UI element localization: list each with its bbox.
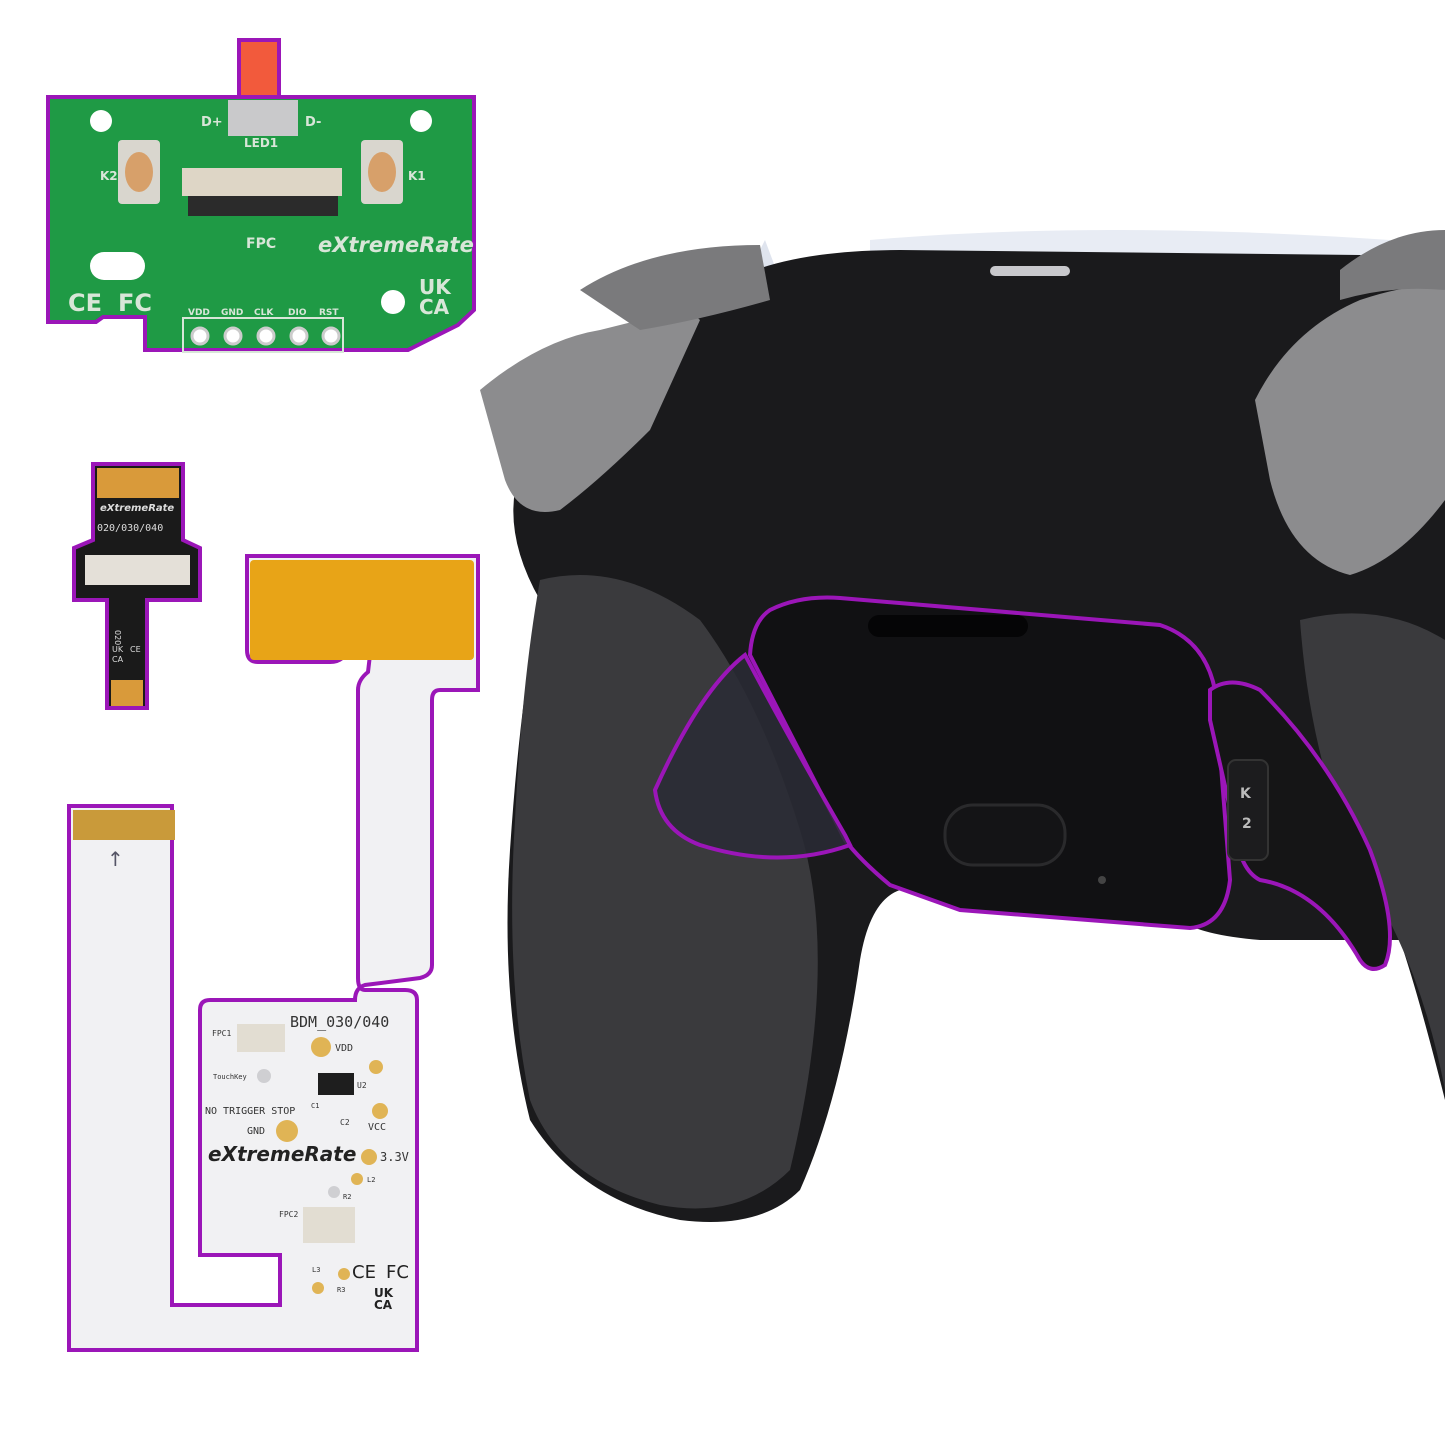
cable-brand: eXtremeRate [100, 503, 174, 514]
mount-hole [410, 110, 432, 132]
label-u2: U2 [357, 1081, 367, 1090]
label-d-minus: D- [305, 115, 321, 130]
fpc1-connector [237, 1024, 285, 1052]
ce-mark: CE [68, 289, 102, 317]
label-d-plus: D+ [201, 115, 223, 130]
cable-model: 020/030/040 [97, 523, 163, 534]
flex-brand-logo: eXtremeRate [208, 1142, 356, 1166]
label-r2: R2 [343, 1193, 351, 1201]
label-3v3: 3.3V [380, 1150, 409, 1164]
fpc-connector [182, 168, 342, 196]
flex-ce-mark: CE [352, 1262, 376, 1283]
fc-mark: FC [118, 289, 152, 317]
label-vcc: VCC [368, 1122, 386, 1133]
label-model: BDM_030/040 [290, 1013, 389, 1031]
pin-label-gnd: GND [221, 308, 243, 318]
main-pcb-board: D+ D- LED1 K2 K1 FPC eXtremeRate CE FC U… [46, 38, 476, 353]
flex-board: ↑ BDM_030/040 FPC1 VDD TouchKey U2 C1 NO… [67, 554, 480, 1352]
label-touchkey: TouchKey [213, 1073, 247, 1081]
flex-gold-pins [73, 810, 175, 840]
label-k1: K1 [408, 169, 426, 183]
ukca-mark-ca: CA [419, 295, 450, 319]
label-fpc: FPC [246, 236, 276, 252]
touchkey-pad[interactable] [257, 1069, 271, 1083]
cable-ca: CA [112, 655, 124, 664]
label-vdd: VDD [335, 1043, 353, 1054]
arrow-up-icon: ↑ [107, 847, 124, 871]
label-gnd: GND [247, 1126, 265, 1137]
flex-ca-mark: CA [374, 1298, 393, 1312]
pin-label-clk: CLK [254, 308, 274, 318]
small-ribbon-cable: eXtremeRate 020/030/040 020 UK CA CE [72, 462, 202, 710]
cable-ce: CE [130, 645, 141, 654]
right-trigger-button[interactable] [1255, 286, 1445, 575]
label-c2: C2 [340, 1118, 350, 1127]
ukca-mark-uk: UK [419, 275, 452, 299]
label-fpc2: FPC2 [279, 1210, 298, 1219]
remap-button[interactable] [943, 803, 1067, 867]
left-bumper-button[interactable] [580, 245, 770, 330]
usb-port [990, 266, 1070, 276]
left-trigger-button[interactable] [480, 310, 700, 512]
led-ribbon [237, 38, 281, 106]
flex-fc-mark: FC [386, 1262, 409, 1283]
led-component [228, 100, 298, 136]
label-no-trigger-stop: NO TRIGGER STOP [205, 1106, 295, 1117]
label-c1: C1 [311, 1102, 319, 1110]
mount-hole [381, 290, 405, 314]
right-bumper-button[interactable] [1340, 230, 1445, 300]
paddle-label-2: 2 [1242, 816, 1252, 832]
u2-chip [318, 1073, 354, 1095]
label-l3: L3 [312, 1266, 320, 1274]
mount-hole [90, 110, 112, 132]
brand-logo: eXtremeRate [318, 233, 474, 257]
game-controller: K 2 [480, 230, 1445, 1222]
back-button-module [747, 595, 1233, 931]
paddle-label-k: K [1240, 786, 1252, 802]
label-led1: LED1 [244, 136, 278, 150]
cable-code: 020 [113, 630, 122, 645]
pin-header [190, 326, 341, 346]
slot-hole [90, 252, 145, 280]
cable-uk: UK [112, 645, 124, 654]
pin-label-dio: DIO [288, 308, 307, 318]
left-back-paddle[interactable] [652, 651, 853, 860]
flex-uk-mark: UK [374, 1286, 394, 1300]
flex-gold-contacts [250, 560, 474, 660]
pin-label-rst: RST [319, 308, 339, 318]
label-r3: R3 [337, 1286, 345, 1294]
pin-label-vdd: VDD [188, 308, 210, 318]
fpc2-connector [303, 1207, 355, 1243]
label-fpc1: FPC1 [212, 1029, 231, 1038]
label-k2: K2 [100, 169, 118, 183]
right-back-paddle[interactable] [1208, 680, 1392, 971]
label-l2: L2 [367, 1176, 375, 1184]
